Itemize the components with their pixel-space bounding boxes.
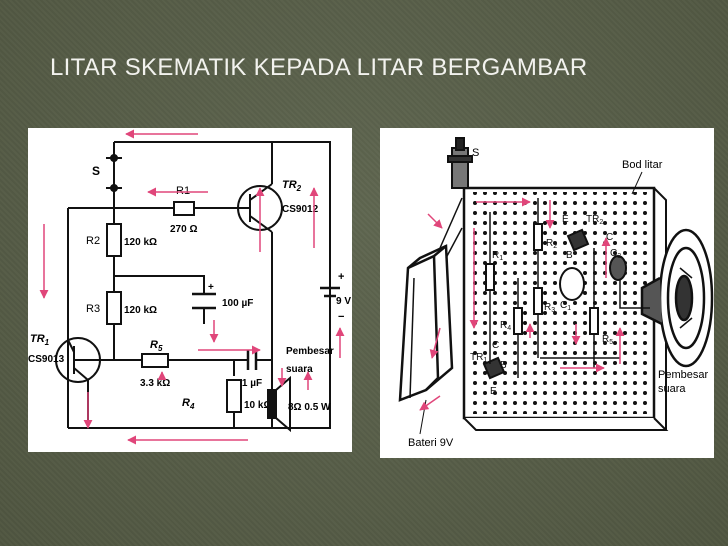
battery-minus: − (338, 311, 344, 323)
pictorial-switch-label: S (472, 147, 479, 159)
resistor-r3 (106, 291, 122, 325)
schematic-diagram-panel: S R1 270 Ω TR2 CS9012 R2 120 kΩ R3 120 k… (28, 128, 352, 452)
switch-label: S (92, 164, 100, 178)
speaker-label-line1: Pembesar (658, 369, 708, 381)
label-c2: C2 (610, 248, 621, 260)
board-label-leader (631, 171, 643, 195)
capacitor-c2-body (609, 255, 627, 281)
pictorial-current-flow-arrows (419, 197, 625, 411)
r1-value: 270 Ω (170, 224, 197, 235)
circuit-board (462, 186, 669, 431)
switch-symbol (106, 154, 122, 192)
resistor-r5-body (589, 307, 599, 335)
c1-plus: + (208, 282, 214, 293)
label-tr2: TR2 (586, 214, 603, 226)
r5-value: 3.3 kΩ (140, 378, 170, 389)
tr2-part-number: CS9012 (282, 204, 319, 215)
label-r4: R4 (500, 320, 511, 332)
label-base-bottom: B (500, 360, 507, 371)
battery-plus: + (338, 271, 344, 283)
resistor-r1 (173, 201, 195, 216)
battery-label-leader (419, 399, 427, 435)
pictorial-speaker (640, 228, 714, 368)
pictorial-diagram-panel: Bod litar S Bateri 9V Pembesar (380, 128, 714, 458)
tr2-label: TR2 (282, 179, 302, 193)
pictorial-battery (398, 197, 463, 402)
speaker-label-line2: suara (658, 383, 686, 395)
r2-value: 120 kΩ (124, 237, 157, 248)
battery-value: 9 V (336, 296, 351, 307)
pictorial-components (482, 198, 650, 380)
transistor-tr2 (234, 183, 283, 233)
battery-label: Bateri 9V (408, 437, 454, 449)
c2-value: 0.01 µF (228, 378, 262, 389)
r3-value: 120 kΩ (124, 305, 157, 316)
transistor-tr1-body (482, 356, 506, 380)
label-c1: C1 (560, 300, 571, 312)
r3-label: R3 (86, 303, 100, 315)
schematic-diagram: S R1 270 Ω TR2 CS9012 R2 120 kΩ R3 120 k… (28, 129, 351, 445)
r4-label: R4 (182, 397, 195, 411)
pictorial-diagram: Bod litar S Bateri 9V Pembesar (398, 137, 714, 449)
speaker-value: 8Ω 0.5 W (288, 402, 331, 413)
board-label: Bod litar (622, 159, 663, 171)
label-r3: R3 (544, 302, 555, 314)
label-tr1: TR1 (470, 352, 487, 364)
label-r5: R5 (602, 334, 613, 346)
speaker-label-line2: suara (286, 364, 313, 375)
resistor-r4 (226, 379, 242, 413)
resistor-r2-body (533, 223, 543, 251)
label-collector-bottom: C (492, 340, 499, 351)
resistor-r1-body (485, 263, 495, 291)
r1-label: R1 (176, 185, 190, 197)
current-flow-arrows (39, 129, 345, 445)
resistor-r5 (141, 353, 169, 368)
label-r2: R2 (546, 238, 557, 250)
speaker-label-line1: Pembesar (286, 346, 334, 357)
r2-label: R2 (86, 235, 100, 247)
transistor-tr1 (55, 337, 101, 383)
pictorial-switch (447, 137, 473, 189)
capacitor-c2 (246, 350, 258, 370)
capacitor-c1 (192, 292, 216, 310)
label-r1: R1 (492, 250, 503, 262)
resistor-r4-body (513, 307, 523, 335)
c1-value: 100 µF (222, 298, 253, 309)
label-base-top: B (566, 250, 573, 261)
resistor-r3-body (533, 287, 543, 315)
slide-title: LITAR SKEMATIK KEPADA LITAR BERGAMBAR (50, 54, 588, 81)
tr1-label: TR1 (30, 333, 50, 347)
r5-label: R5 (150, 339, 163, 353)
capacitor-c1-body (559, 267, 585, 301)
transistor-tr2-body (566, 228, 590, 252)
resistor-r2 (106, 223, 122, 257)
label-collector-top: C (606, 232, 613, 243)
tr1-part-number: CS9013 (28, 354, 65, 365)
label-emitter-bottom: E (490, 386, 497, 397)
label-emitter-top: E (562, 214, 569, 225)
r4-value: 10 kΩ (244, 400, 271, 411)
